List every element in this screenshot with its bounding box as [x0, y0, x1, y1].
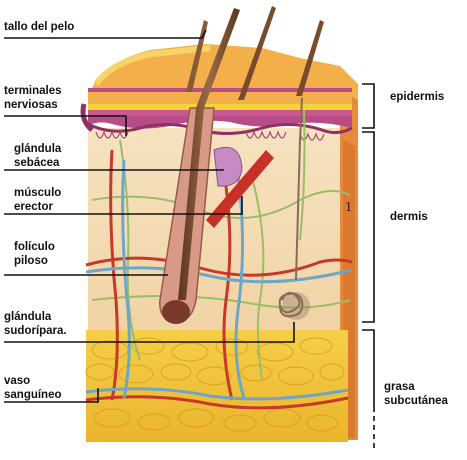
label-dermis: dermis [390, 210, 428, 224]
label-blood-vessel: vaso sanguíneo [4, 374, 62, 402]
label-sebaceous-gland: glándula sebácea [14, 142, 61, 170]
label-nerve-endings: terminales nerviosas [4, 84, 62, 112]
label-nerve-endings-line2: nerviosas [4, 98, 62, 112]
label-nerve-endings-line1: terminales [4, 84, 62, 98]
label-vessel-line2: sanguíneo [4, 388, 62, 402]
label-follicle-line2: piloso [14, 254, 55, 268]
label-subcutaneous-line1: grasa [384, 380, 448, 394]
label-sweat-gland: glándula sudorípara. [4, 310, 67, 338]
sebaceous-gland [214, 147, 242, 186]
hair-bulb [162, 300, 190, 324]
label-subcutaneous-fat: grasa subcutánea [384, 380, 448, 408]
label-epidermis: epidermis [390, 90, 444, 104]
layer-brackets [362, 84, 374, 452]
label-erector-line2: erector [14, 200, 61, 214]
label-follicle-line1: folículo [14, 240, 55, 254]
label-sebaceous-line2: sebácea [14, 156, 61, 170]
label-vessel-line1: vaso [4, 374, 62, 388]
label-sweat-line1: glándula [4, 310, 67, 324]
label-subcutaneous-line2: subcutánea [384, 394, 448, 408]
label-hair-follicle: folículo piloso [14, 240, 55, 268]
label-sweat-line2: sudorípara. [4, 324, 67, 338]
label-erector-muscle: músculo erector [14, 186, 61, 214]
label-hair-shaft: tallo del pelo [4, 20, 74, 34]
label-sebaceous-line1: glándula [14, 142, 61, 156]
figure-mark: 1 [345, 200, 352, 216]
label-erector-line1: músculo [14, 186, 61, 200]
